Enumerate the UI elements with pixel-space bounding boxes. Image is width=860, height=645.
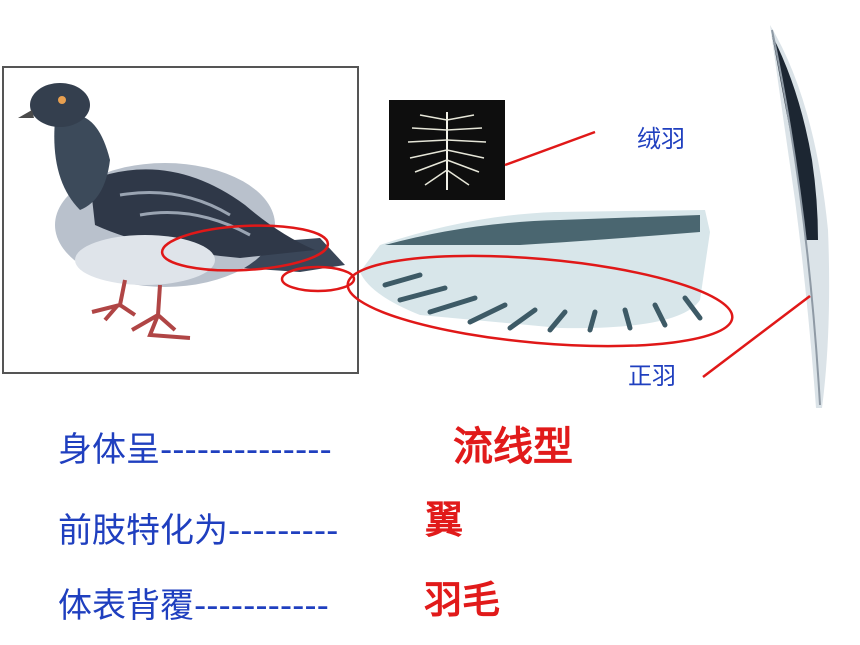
answer-feathers: 羽毛 — [424, 578, 501, 622]
statement-row-3: 体表背覆----------- — [58, 578, 329, 627]
answer-streamlined: 流线型 — [453, 424, 573, 470]
contour-feather-image — [770, 25, 830, 408]
down-feather-label: 绒羽 — [637, 125, 685, 153]
tail-feather-circle — [160, 224, 330, 272]
pigeon-image — [2, 66, 359, 374]
small-feather-circle — [280, 265, 356, 293]
statement-prompt: 前肢特化为--------- — [58, 511, 339, 551]
contour-feather-label: 正羽 — [628, 362, 676, 390]
statement-row-2: 前肢特化为--------- — [58, 503, 338, 552]
down-feather-pointer — [504, 130, 596, 167]
statement-row-1: 身体呈-------------- — [58, 422, 332, 471]
statement-prompt: 身体呈-------------- — [58, 430, 332, 470]
down-feather-image — [389, 100, 505, 200]
contour-feather-pointer — [702, 295, 811, 378]
statement-prompt: 体表背覆----------- — [58, 586, 329, 626]
answer-wing: 翼 — [425, 498, 464, 542]
annotation-marks — [160, 130, 811, 378]
wing-feather-circle — [346, 254, 734, 348]
wing-image — [360, 210, 710, 333]
